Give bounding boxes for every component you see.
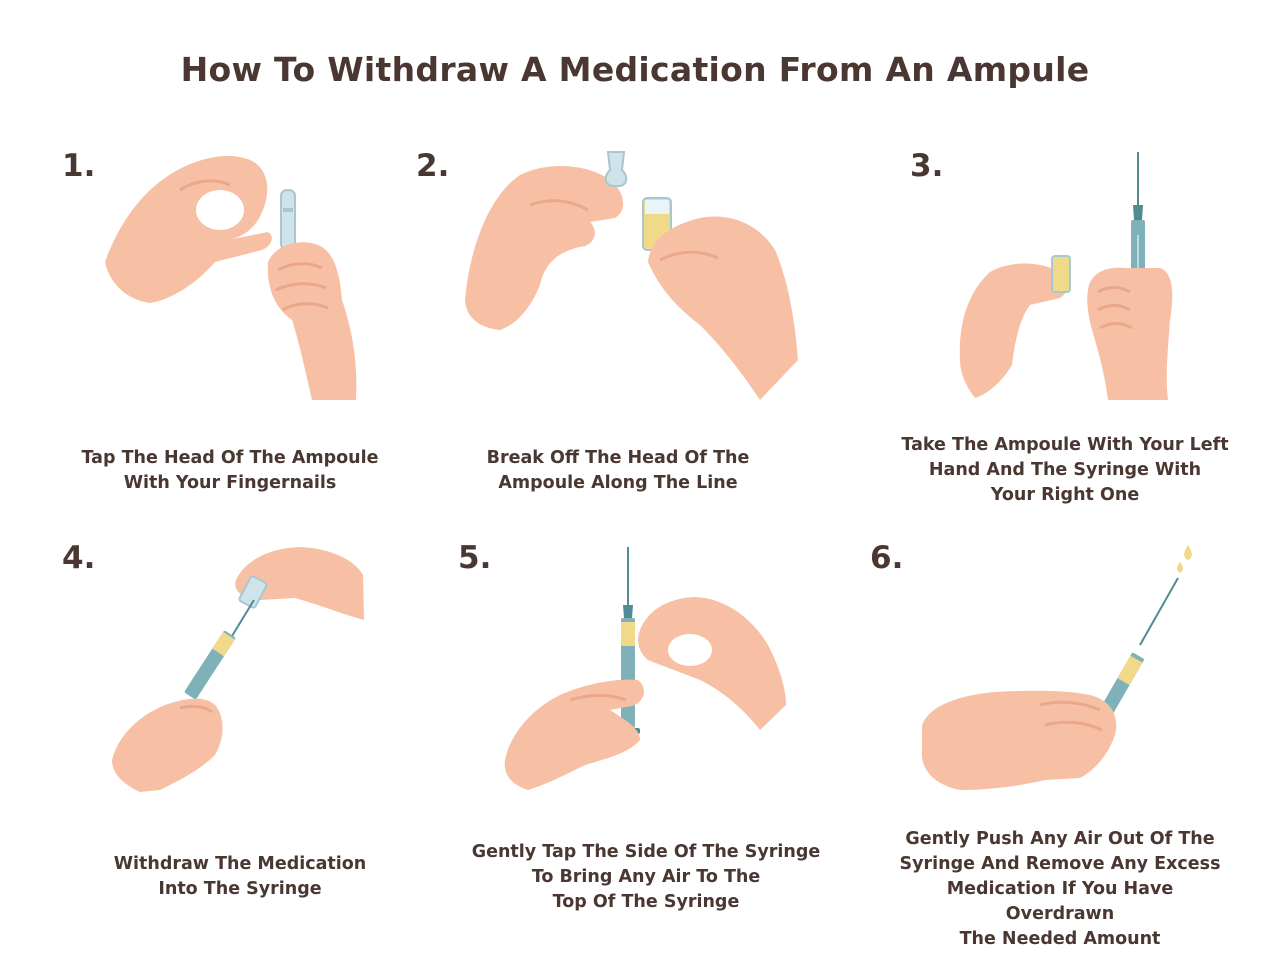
caption-line: Into The Syringe [158, 879, 322, 899]
caption-line: To Bring Any Air To The [531, 867, 761, 887]
step-5-caption: Gently Tap The Side Of The Syringe To Br… [466, 840, 826, 915]
step-6-illustration [921, 545, 1192, 790]
hand-icon [235, 547, 364, 620]
hand-icon [465, 165, 624, 330]
caption-line: Withdraw The Medication [113, 854, 367, 874]
step-1-illustration [105, 156, 357, 400]
step-6-caption: Gently Push Any Air Out Of The Syringe A… [890, 827, 1230, 952]
step-2-number: 2. [416, 148, 450, 184]
caption-line: Syringe And Remove Any Excess [899, 854, 1221, 874]
finger-ring-icon [196, 190, 244, 230]
step-4-illustration [112, 547, 364, 792]
ampoule-icon [1051, 255, 1071, 293]
step-3-number: 3. [910, 148, 944, 184]
ampoule-icon [280, 189, 296, 251]
step-2-caption: Break Off The Head Of The Ampoule Along … [458, 446, 778, 496]
step-4-caption: Withdraw The Medication Into The Syringe [80, 852, 400, 902]
caption-line: Gently Tap The Side Of The Syringe [471, 842, 821, 862]
hand-icon [112, 698, 223, 792]
step-5-number: 5. [458, 540, 492, 576]
caption-line: Gently Push Any Air Out Of The [905, 829, 1215, 849]
step-1-caption: Tap The Head Of The Ampoule With Your Fi… [70, 446, 390, 496]
caption-line: Your Right One [990, 485, 1140, 505]
caption-line: With Your Fingernails [123, 473, 337, 493]
finger-ring-icon [668, 634, 712, 666]
step-4-number: 4. [62, 540, 96, 576]
caption-line: Medication If You Have Overdrawn [946, 879, 1174, 924]
needle-icon [1139, 577, 1179, 646]
step-5-illustration [504, 547, 786, 790]
ampoule-icon [238, 575, 268, 609]
caption-line: Top Of The Syringe [552, 892, 740, 912]
caption-line: Hand And The Syringe With [928, 460, 1202, 480]
page-title: How To Withdraw A Medication From An Amp… [180, 50, 1090, 89]
caption-line: Break Off The Head Of The [486, 448, 750, 468]
liquid-drop-icon [1184, 545, 1192, 560]
caption-line: The Needed Amount [959, 929, 1161, 949]
step-3-caption: Take The Ampoule With Your Left Hand And… [900, 433, 1230, 508]
hand-icon [105, 156, 272, 303]
step-1-number: 1. [62, 148, 96, 184]
step-3-illustration [959, 152, 1173, 400]
caption-line: Take The Ampoule With Your Left [901, 435, 1229, 455]
hand-icon [504, 679, 644, 790]
hand-icon [638, 597, 786, 730]
hand-icon [921, 690, 1117, 790]
hand-icon [1087, 267, 1173, 400]
step-2-illustration [465, 151, 798, 400]
caption-line: Ampoule Along The Line [498, 473, 738, 493]
ampoule-head-icon [604, 151, 628, 187]
hand-icon [648, 216, 798, 400]
step-6-number: 6. [870, 540, 904, 576]
hand-icon [959, 263, 1067, 398]
liquid-drop-icon [1177, 562, 1183, 573]
needle-icon [231, 599, 255, 637]
caption-line: Tap The Head Of The Ampoule [81, 448, 379, 468]
hand-icon [267, 242, 357, 400]
